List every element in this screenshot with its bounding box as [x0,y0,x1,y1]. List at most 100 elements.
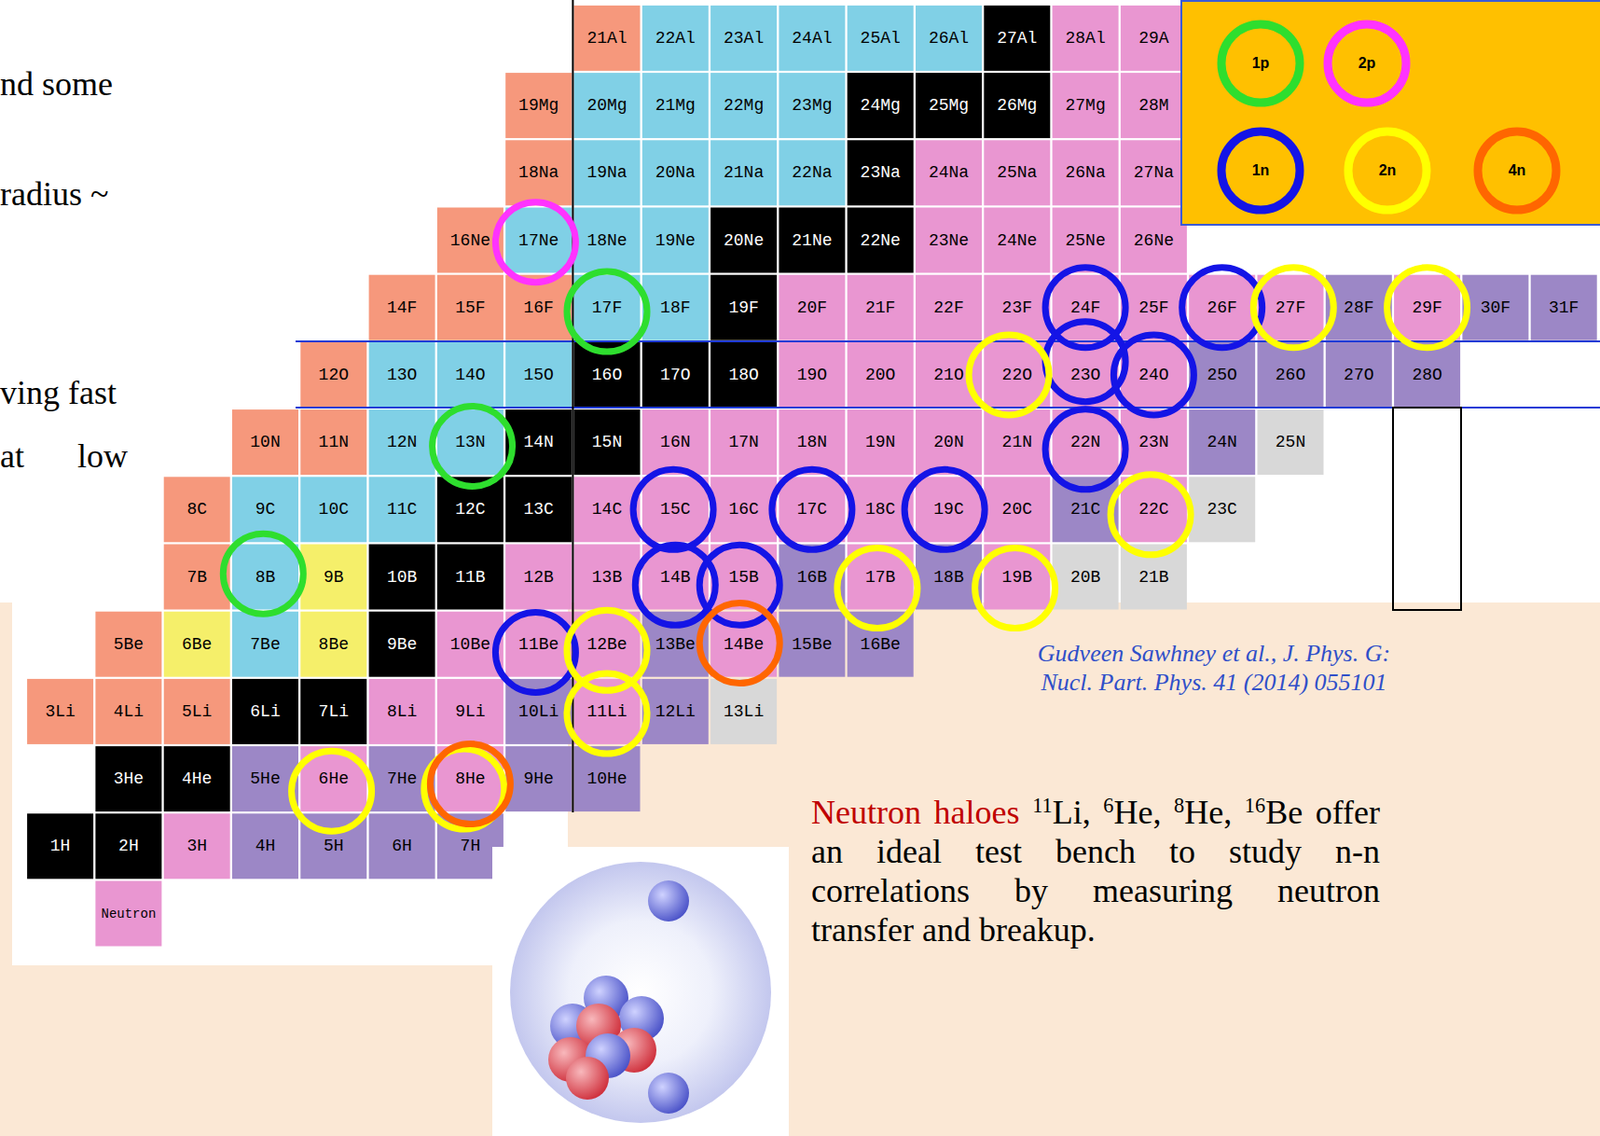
nuclide-label: 19Na [586,163,627,182]
word: 8He, [1173,793,1232,831]
nuclide-label: 29F [1411,298,1442,318]
nuclide-label: 22Ne [860,231,901,250]
nuclide-cell: 26Ne [1119,206,1187,274]
word: offer [1315,793,1380,831]
nuclide-cell: 17Ne [505,206,573,274]
nuclide-cell: 17O [641,341,709,408]
cell-fill [1393,275,1461,341]
cell-fill [505,476,572,542]
halo-ring [772,468,853,550]
nuclide-label: 28Al [1064,28,1105,48]
nuclide-label: 22N [1070,432,1101,452]
nuclide-label: 24Na [928,163,969,182]
nuclide-label: 25N [1275,432,1306,452]
nuclide-cell: 5Be [95,610,163,677]
nuclide-cell: 27Mg [1051,72,1119,139]
nuclide-cell: 18N [778,409,846,476]
nuclide-cell: 19Na [573,139,641,207]
halo-cloud [510,861,772,1123]
nuclide-label: 23Al [723,28,764,48]
cell-fill [300,476,367,542]
nuclide-label: 16Ne [450,231,491,250]
nuclide-label: 11B [455,567,485,587]
cell-fill [95,611,162,677]
nuclide-cell: 28M [1119,72,1187,139]
cell-fill [1462,275,1529,341]
nuclide-cell: 11Li [573,677,641,745]
nuclide-label: 29A [1138,28,1169,48]
nuclide-label: 26Ne [1133,231,1174,250]
nuclide-cell: 15O [505,341,573,408]
nuclide-label: 8B [255,567,276,587]
nuclide-label: 16C [728,499,759,519]
nuclide-cell: 14C [573,476,641,543]
nuclide-label: 15C [660,499,690,519]
nuclide-cell: 8He [436,745,504,813]
legend-item: 1p [1215,18,1306,109]
nuclide-label: 18F [660,298,690,318]
nuclide-cell: 19C [915,476,983,543]
nuclide-label: 13Be [655,634,696,654]
nuclide-label: 26O [1275,365,1306,385]
nuclide-label: 19Ne [655,231,696,250]
nuclide-label: 18B [933,567,964,587]
cell-fill [164,476,231,542]
cell-fill [847,409,914,475]
nuclide-cell: 10Li [505,677,573,745]
nuclide-cell: 25F [1119,274,1187,341]
cut-text: at low [0,436,128,476]
nuclide-label: 12O [318,365,349,385]
nuclide-cell: 22Na [778,139,846,207]
cell-fill [1120,409,1187,475]
halo-ring [968,334,1049,415]
nuclide-label: 5He [249,769,280,788]
halo-ring [566,673,648,754]
nuclide-cell: 24Ne [983,206,1051,274]
cell-fill [232,409,299,475]
cell-fill [983,72,1050,138]
nuclide-cell: 23Mg [778,72,846,139]
cell-fill [1120,5,1187,71]
cell-fill [710,139,777,206]
nuclide-label: 25Ne [1064,231,1105,250]
nuclide-cell: 14F [368,274,436,341]
nuclide-label: 16N [660,432,690,452]
cell-fill [164,611,231,677]
nuclide-label: 12N [386,432,417,452]
nuclide-cell: 19O [778,341,846,408]
nuclide-cell: 5He [232,745,300,813]
cell-fill [1393,342,1461,408]
nuclide-label: 19Mg [518,96,559,115]
nuclide-label: 20B [1070,567,1101,587]
nuclide-label: 8C [186,499,207,519]
nuclide-label: 23F [1002,298,1033,318]
halo-ring [904,468,985,550]
cut-text: nd some [0,64,113,104]
cell-fill [437,275,504,341]
cell-fill [574,139,641,206]
nuclide-cell: 22C [1119,476,1187,543]
nuclide-label: 22F [933,298,964,318]
cell-fill [369,342,436,408]
nuclide-cell: 15Be [778,610,846,677]
cell-fill [983,275,1050,341]
cell-fill [710,72,777,138]
cell-fill [232,745,299,812]
cell-fill [369,275,436,341]
nuclide-cell: 27Na [1119,139,1187,207]
cell-fill [778,207,845,274]
cell-fill [915,207,982,274]
cell-fill [164,745,231,812]
word: 41 [1213,668,1238,696]
nuclide-label: 27F [1275,298,1306,318]
cell-fill [642,678,709,745]
nuclide-label: 21N [1002,432,1033,452]
nuclide-cell: 20Mg [573,72,641,139]
nuclide-cell: 21C [1051,476,1119,543]
label-text: ving fast [0,373,117,412]
cell-fill [983,139,1050,206]
cell-fill [1052,5,1119,71]
nuclide-cell: 10C [300,476,368,543]
cell-fill [847,5,914,71]
legend-panel: 1p2p1n2n4n [1180,0,1600,226]
